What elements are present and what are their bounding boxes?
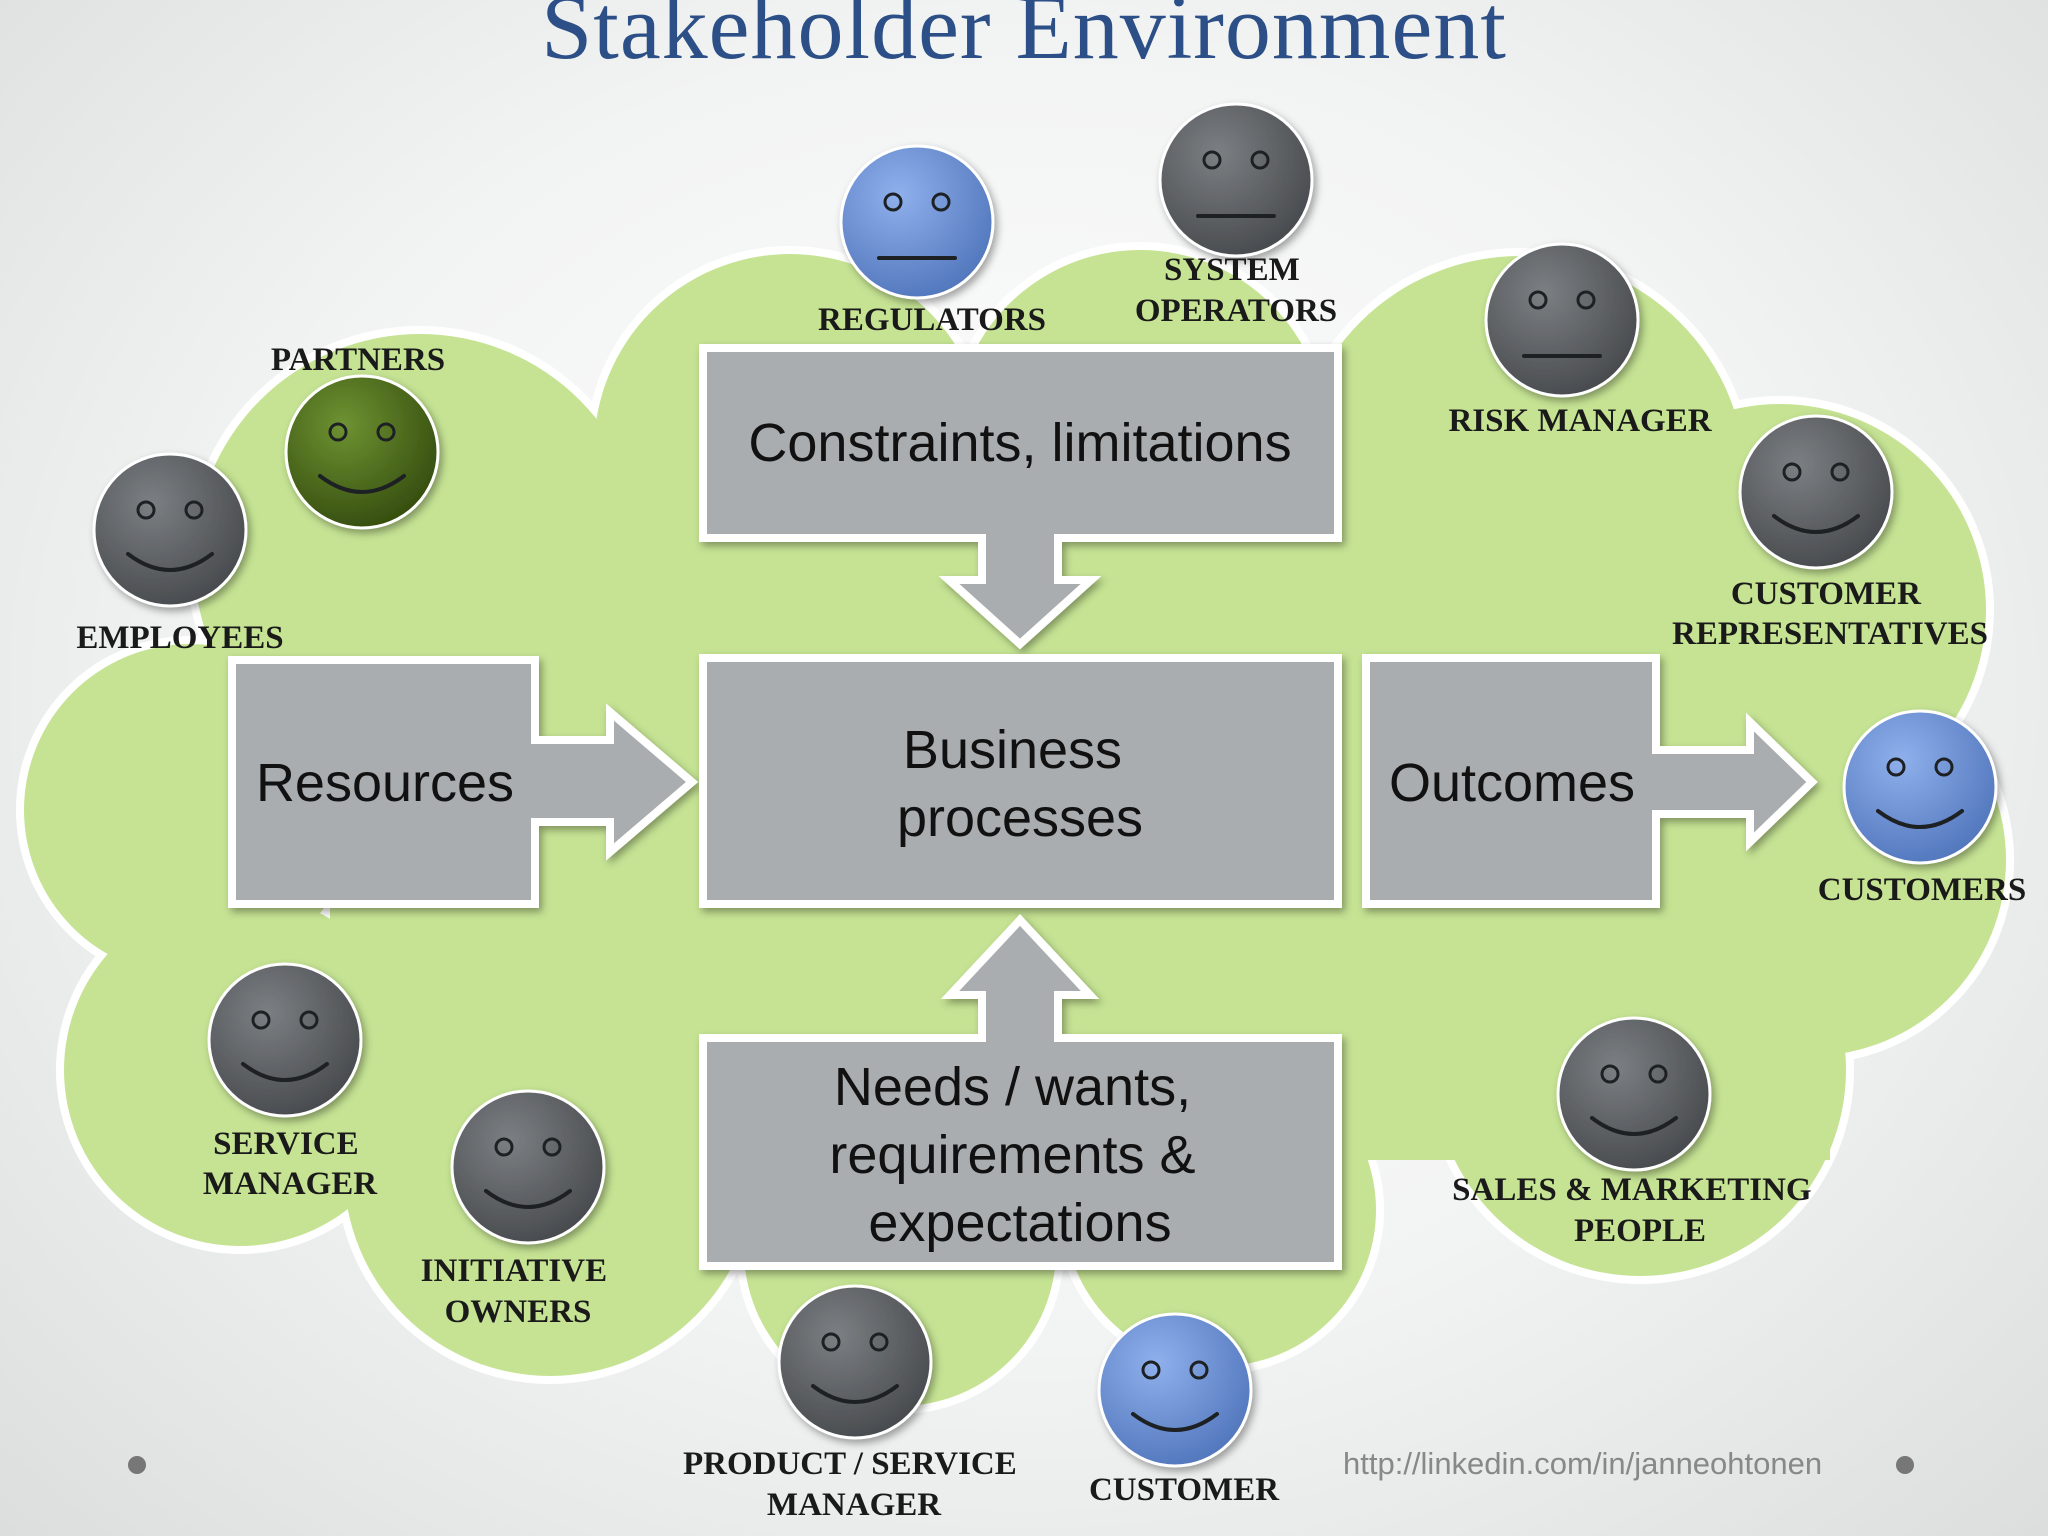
face-eye — [1141, 1360, 1161, 1380]
face-mouth — [1772, 514, 1860, 534]
risk-manager-label: RISK MANAGER — [1448, 403, 1712, 439]
service-manager-label: SERVICE MANAGER — [203, 1126, 378, 1202]
stakeholder-faces — [92, 102, 1998, 1468]
face-eye — [883, 192, 903, 212]
face-disc — [777, 1284, 933, 1440]
process-flow — [228, 344, 1818, 1270]
sales-marketing-people-face-icon — [1556, 1016, 1712, 1172]
business-text-line-1: Business — [903, 720, 1122, 780]
face-eye — [184, 500, 204, 520]
partners-face-icon — [284, 374, 440, 530]
face-mouth — [484, 1189, 572, 1209]
resources-text: Resources — [256, 753, 514, 813]
service-manager-face-icon — [207, 962, 363, 1118]
customers-face-icon — [1842, 709, 1998, 865]
face-eye — [1886, 757, 1906, 777]
business-processes-box — [699, 654, 1342, 908]
face-disc — [92, 452, 248, 608]
face-disc — [1158, 102, 1314, 258]
face-eye — [1250, 150, 1270, 170]
face-eye — [931, 192, 951, 212]
business-text-line-2: processes — [897, 788, 1143, 848]
face-eye — [251, 1010, 271, 1030]
face-eye — [136, 500, 156, 520]
customer-face-icon — [1097, 1312, 1253, 1468]
face-disc — [1097, 1312, 1253, 1468]
face-eye — [821, 1332, 841, 1352]
needs-text-line-2: requirements & — [829, 1125, 1195, 1185]
face-mouth — [811, 1384, 899, 1404]
partners-label: PARTNERS — [271, 342, 445, 378]
face-eye — [1934, 757, 1954, 777]
system-operators-face-icon — [1158, 102, 1314, 258]
product-service-manager-label: PRODUCT / SERVICE MANAGER — [683, 1446, 1025, 1523]
regulators-face-icon — [839, 144, 995, 300]
face-disc — [839, 144, 995, 300]
sales-marketing-people-label: SALES & MARKETING PEOPLE — [1452, 1172, 1820, 1249]
face-eye — [328, 422, 348, 442]
footer-url[interactable]: http://linkedin.com/in/janneohtonen — [1343, 1446, 1822, 1481]
footer-bullet-left — [128, 1456, 146, 1474]
outcomes-right-arrow — [1362, 654, 1818, 908]
face-disc — [450, 1089, 606, 1245]
face-eye — [494, 1137, 514, 1157]
customer-label: CUSTOMER — [1089, 1472, 1280, 1508]
face-disc — [1556, 1016, 1712, 1172]
initiative-owners-label: INITIATIVE OWNERS — [421, 1253, 616, 1330]
svg-text:Outcomes: Outcomes — [1389, 753, 1635, 813]
face-eye — [1576, 290, 1596, 310]
constraints-down-arrow — [699, 344, 1342, 650]
initiative-owners-face-icon — [450, 1089, 606, 1245]
face-eye — [1648, 1064, 1668, 1084]
resources-right-arrow — [228, 656, 699, 908]
face-eye — [869, 1332, 889, 1352]
svg-text:Resources: Resources — [256, 753, 514, 813]
face-mouth — [1590, 1116, 1678, 1136]
product-service-manager-face-icon — [777, 1284, 933, 1440]
process-labels: Constraints, limitations Resources Busin… — [256, 413, 1635, 1253]
regulators-label: REGULATORS — [818, 302, 1046, 338]
employees-label: EMPLOYEES — [76, 620, 283, 656]
face-disc — [1842, 709, 1998, 865]
slide-title: Stakeholder Environment — [541, 0, 1507, 78]
stakeholder-labels: REGULATORS SYSTEM OPERATORS RISK MANAGER… — [76, 252, 2026, 1523]
face-mouth — [241, 1062, 329, 1082]
face-eye — [1830, 462, 1850, 482]
needs-text-line-1: Needs / wants, — [834, 1057, 1191, 1117]
needs-text-line-3: expectations — [868, 1193, 1171, 1253]
customer-representatives-face-icon — [1738, 414, 1894, 570]
face-mouth — [318, 474, 406, 494]
risk-manager-face-icon — [1484, 242, 1640, 398]
svg-text:Needs / wants, requireme: Needs / wants, requirements & expectatio… — [829, 1057, 1210, 1253]
outcomes-text: Outcomes — [1389, 753, 1635, 813]
face-mouth — [1876, 809, 1964, 829]
face-mouth — [1131, 1412, 1219, 1432]
svg-text:Business processes: Business processes — [897, 720, 1143, 848]
employees-face-icon — [92, 452, 248, 608]
face-disc — [1738, 414, 1894, 570]
face-eye — [1189, 1360, 1209, 1380]
face-eye — [1782, 462, 1802, 482]
svg-text:Constraints, limitations: Constraints, limitations — [748, 413, 1291, 473]
face-eye — [1202, 150, 1222, 170]
customers-label: CUSTOMERS — [1818, 872, 2026, 908]
needs-up-arrow — [699, 914, 1342, 1270]
face-disc — [1484, 242, 1640, 398]
face-disc — [207, 962, 363, 1118]
face-eye — [376, 422, 396, 442]
footer-bullet-right — [1896, 1456, 1914, 1474]
face-eye — [1600, 1064, 1620, 1084]
customer-representatives-label: CUSTOMER REPRESENTATIVES — [1672, 576, 1988, 652]
face-eye — [299, 1010, 319, 1030]
face-mouth — [126, 552, 214, 572]
constraints-text: Constraints, limitations — [748, 413, 1291, 473]
face-eye — [1528, 290, 1548, 310]
face-eye — [542, 1137, 562, 1157]
system-operators-label: SYSTEM OPERATORS — [1135, 252, 1337, 329]
face-disc — [284, 374, 440, 530]
